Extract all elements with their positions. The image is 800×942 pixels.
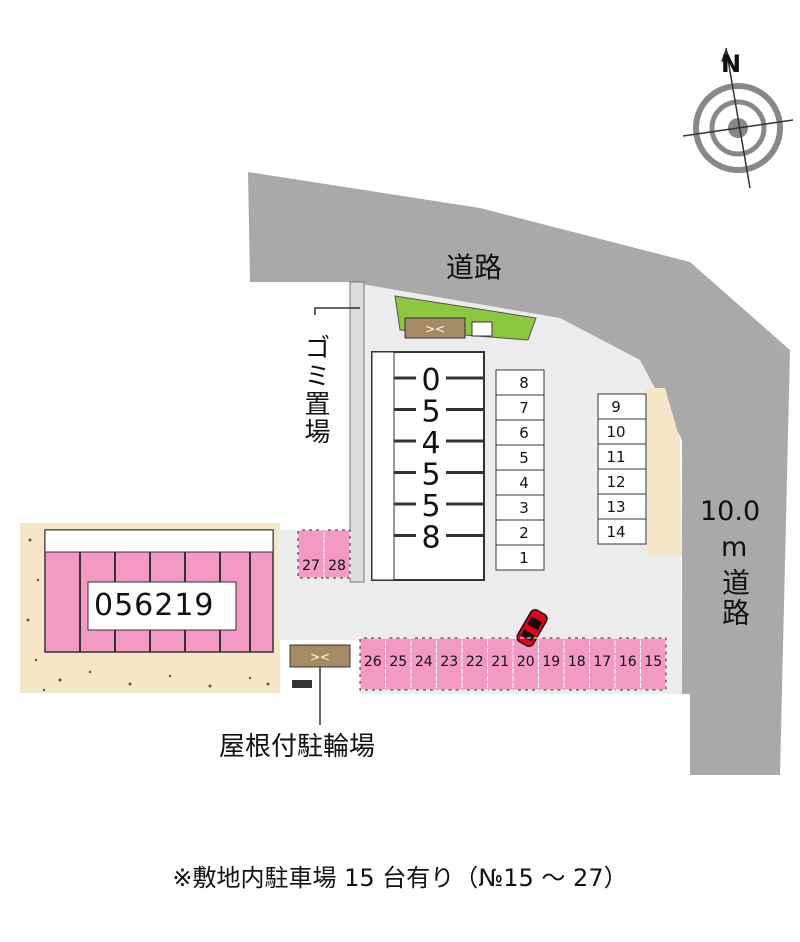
parking-space-label: 20 <box>517 654 535 670</box>
property-code: 056219 <box>94 588 215 623</box>
bike-shed-icon: >< <box>310 650 330 664</box>
road-unit-label: m <box>721 532 748 563</box>
parking-space-label: 28 <box>328 558 346 574</box>
bike-rack-icon <box>292 680 312 688</box>
parking-space-label: 18 <box>568 654 586 670</box>
compass-icon <box>682 47 794 189</box>
parking-space-label: 3 <box>519 499 529 517</box>
parking-space-label: 19 <box>542 654 560 670</box>
parking-space-label: 14 <box>606 523 625 541</box>
parking-space-label: 1 <box>519 549 529 567</box>
parking-space-label: 26 <box>364 654 382 670</box>
parking-space <box>495 444 545 471</box>
parking-space-label: 13 <box>606 498 625 516</box>
building-digit: 5 <box>421 458 440 493</box>
parking-space <box>597 518 647 545</box>
parking-space-label: 6 <box>519 424 529 442</box>
parking-space-label: 22 <box>466 654 484 670</box>
parking-space <box>495 494 545 521</box>
parking-space <box>495 519 545 546</box>
parking-space <box>640 637 667 691</box>
building-corridor <box>44 529 274 553</box>
bike-shed-top <box>404 317 466 339</box>
garbage-label: ゴミ置場 <box>300 334 330 446</box>
road-right-label: 道路 <box>718 568 751 628</box>
parking-space <box>597 418 647 445</box>
sand-area-right <box>645 388 682 556</box>
parking-space-label: 8 <box>519 374 529 392</box>
parking-space <box>323 529 351 579</box>
footer-note: ※敷地内駐車場 15 台有り（№15 ～ 27） <box>172 864 628 892</box>
parking-space-label: 2 <box>519 524 529 542</box>
car-icon <box>516 608 548 648</box>
building-digit: 0 <box>421 363 440 398</box>
equipment-box <box>471 321 493 337</box>
property-code-box <box>87 581 237 631</box>
bike-parking-label: 屋根付駐輪場 <box>219 732 376 762</box>
parking-space <box>297 529 325 579</box>
parking-space-label: 23 <box>440 654 458 670</box>
building-digit: 5 <box>421 395 440 430</box>
building-digits-corridor <box>371 351 395 581</box>
parking-space-label: 5 <box>519 449 529 467</box>
garbage-leader <box>314 307 360 315</box>
parking-space-label: 24 <box>415 654 433 670</box>
building-digit: 4 <box>421 426 440 461</box>
parking-space-label: 7 <box>519 399 529 417</box>
parking-space-label: 4 <box>519 474 529 492</box>
parking-space-label: 9 <box>611 398 621 416</box>
parking-space-label: 17 <box>593 654 611 670</box>
parking-space-label: 10 <box>606 423 625 441</box>
parking-space-label: 15 <box>644 654 662 670</box>
building-digit: 8 <box>421 521 440 556</box>
north-label: N <box>721 50 742 78</box>
parking-space-label: 25 <box>389 654 407 670</box>
parking-space-label: 27 <box>302 558 320 574</box>
parking-space <box>495 544 545 571</box>
building-digit: 5 <box>421 489 440 524</box>
parking-space-label: 12 <box>606 473 625 491</box>
walkway <box>349 281 365 583</box>
parking-space <box>495 394 545 421</box>
parking-space <box>597 493 647 520</box>
road <box>248 172 790 775</box>
parking-space <box>597 443 647 470</box>
parking-space-label: 11 <box>606 448 625 466</box>
parking-space <box>495 369 545 396</box>
road-top-label: 道路 <box>446 251 503 284</box>
road-width-label: 10.0 <box>700 496 761 527</box>
parking-space <box>597 393 647 420</box>
parking-space-label: 21 <box>491 654 509 670</box>
parking-space-label: 16 <box>619 654 637 670</box>
sand-dots <box>26 538 270 692</box>
bike-shed-top-icon: >< <box>425 322 445 336</box>
